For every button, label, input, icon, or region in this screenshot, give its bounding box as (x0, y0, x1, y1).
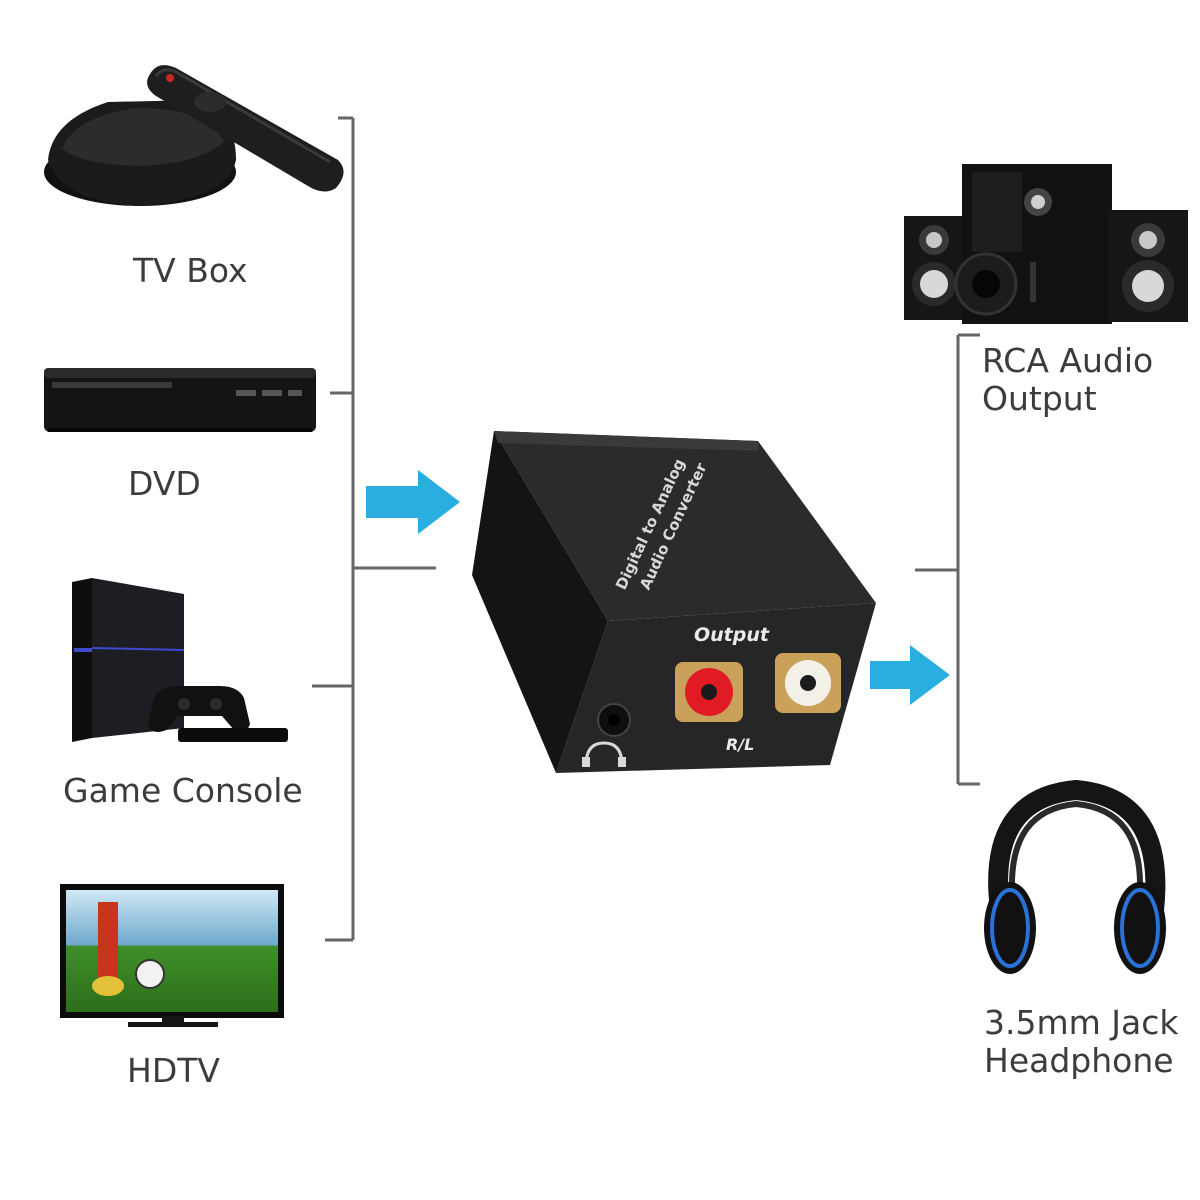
input-arrow-icon (366, 470, 460, 534)
converter-channel-label: R/L (726, 735, 755, 754)
hdtv-icon (60, 884, 284, 1027)
tv-box-remote-icon (44, 65, 344, 206)
output-label-headphone-line2: Headphone (984, 1041, 1174, 1080)
source-label-dvd: DVD (128, 464, 201, 503)
converter-device-icon (472, 431, 876, 773)
output-label-rca-line2: Output (982, 379, 1097, 418)
source-label-hdtv: HDTV (127, 1051, 220, 1090)
output-label-headphone-line1: 3.5mm Jack (984, 1003, 1179, 1042)
output-arrow-icon (870, 645, 950, 705)
source-label-game-console: Game Console (63, 771, 303, 810)
dvd-player-icon (44, 368, 316, 432)
source-label-tv-box: TV Box (133, 251, 248, 290)
game-console-icon (72, 578, 288, 742)
speaker-system-icon (904, 164, 1188, 324)
output-label-rca-line1: RCA Audio (982, 341, 1154, 380)
output-bracket (915, 333, 980, 786)
headphone-icon (984, 779, 1166, 974)
converter-output-label: Output (694, 624, 769, 646)
